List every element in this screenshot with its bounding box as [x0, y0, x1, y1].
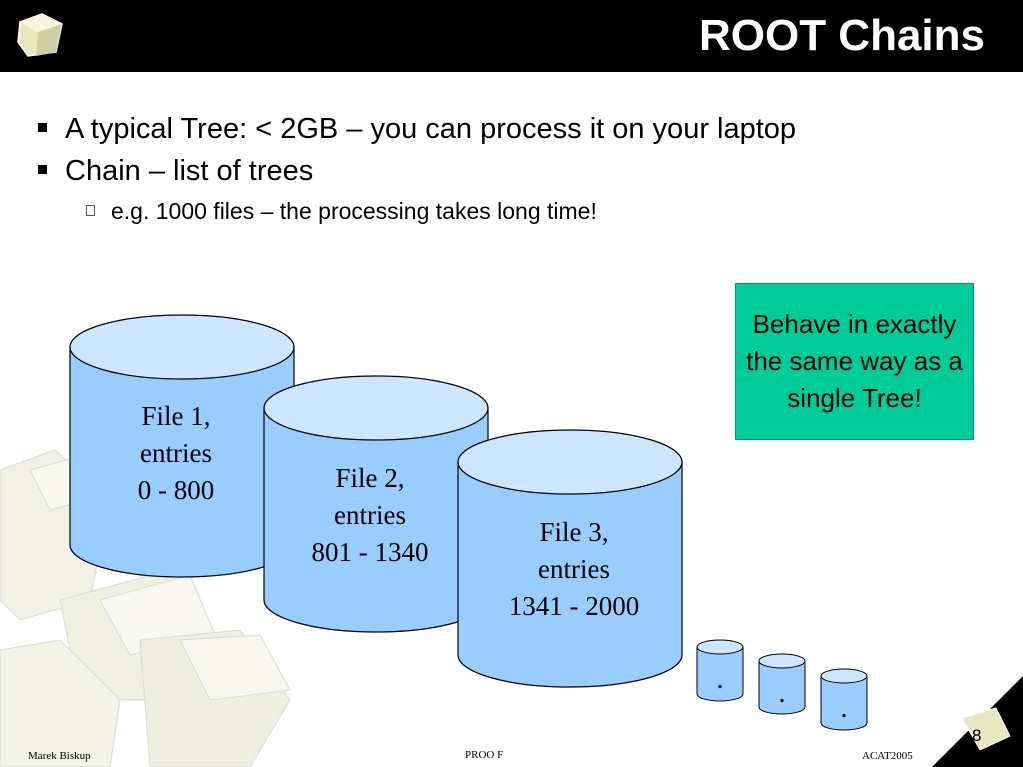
small-cylinder-dot: . [778, 678, 786, 709]
bullet-square-icon [38, 122, 47, 132]
small-cylinder-1 [696, 639, 744, 702]
small-cylinder-dot: . [840, 693, 848, 724]
bullet-item: Chain – list of trees [38, 155, 313, 188]
sub-bullet-box-icon [86, 205, 95, 217]
cylinder-label-file-2: File 2, entries 801 - 1340 [270, 460, 470, 571]
callout-text: Behave in exactly the same way as a sing… [746, 309, 963, 413]
page-corner-cube-icon [932, 676, 1023, 767]
cylinder-title: File 3, [539, 517, 609, 547]
cylinder-range: 0 - 800 [137, 475, 215, 505]
cylinder-file-1 [69, 314, 295, 578]
cylinder-title: File 1, [141, 401, 211, 431]
title-bar [0, 0, 1023, 72]
cylinder-label-file-1: File 1, entries 0 - 800 [76, 398, 276, 509]
small-cylinder-dot: . [716, 664, 724, 695]
cylinder-subtitle: entries [140, 438, 212, 468]
decorative-cubes [0, 449, 291, 767]
cylinder-file-3 [457, 429, 683, 688]
footer-center: PROO F [465, 749, 504, 761]
bullet-text: A typical Tree: < 2GB – you can process … [65, 113, 797, 145]
cylinder-label-file-3: File 3, entries 1341 - 2000 [474, 514, 674, 625]
bullet-item: A typical Tree: < 2GB – you can process … [38, 113, 796, 146]
footer-author: Marek Biskup [28, 750, 91, 762]
page-title: ROOT Chains [698, 11, 985, 60]
sub-bullet-item: e.g. 1000 files – the processing takes l… [86, 198, 597, 225]
sub-bullet-text: e.g. 1000 files – the processing takes l… [111, 198, 597, 224]
cube-logo-icon [17, 13, 63, 57]
cylinder-file-2 [263, 375, 489, 633]
page-number: 8 [972, 726, 982, 745]
callout-box: Behave in exactly the same way as a sing… [735, 283, 974, 440]
cylinder-subtitle: entries [334, 500, 406, 530]
cylinder-subtitle: entries [538, 554, 610, 584]
footer-event: ACAT2005 [862, 750, 913, 762]
cylinder-title: File 2, [335, 463, 405, 493]
small-cylinder-3 [820, 668, 868, 731]
bullet-square-icon [38, 164, 47, 174]
cylinder-range: 801 - 1340 [311, 537, 429, 567]
cylinder-range: 1341 - 2000 [508, 591, 640, 621]
small-cylinder-2 [758, 653, 806, 715]
bullet-text: Chain – list of trees [65, 155, 314, 187]
